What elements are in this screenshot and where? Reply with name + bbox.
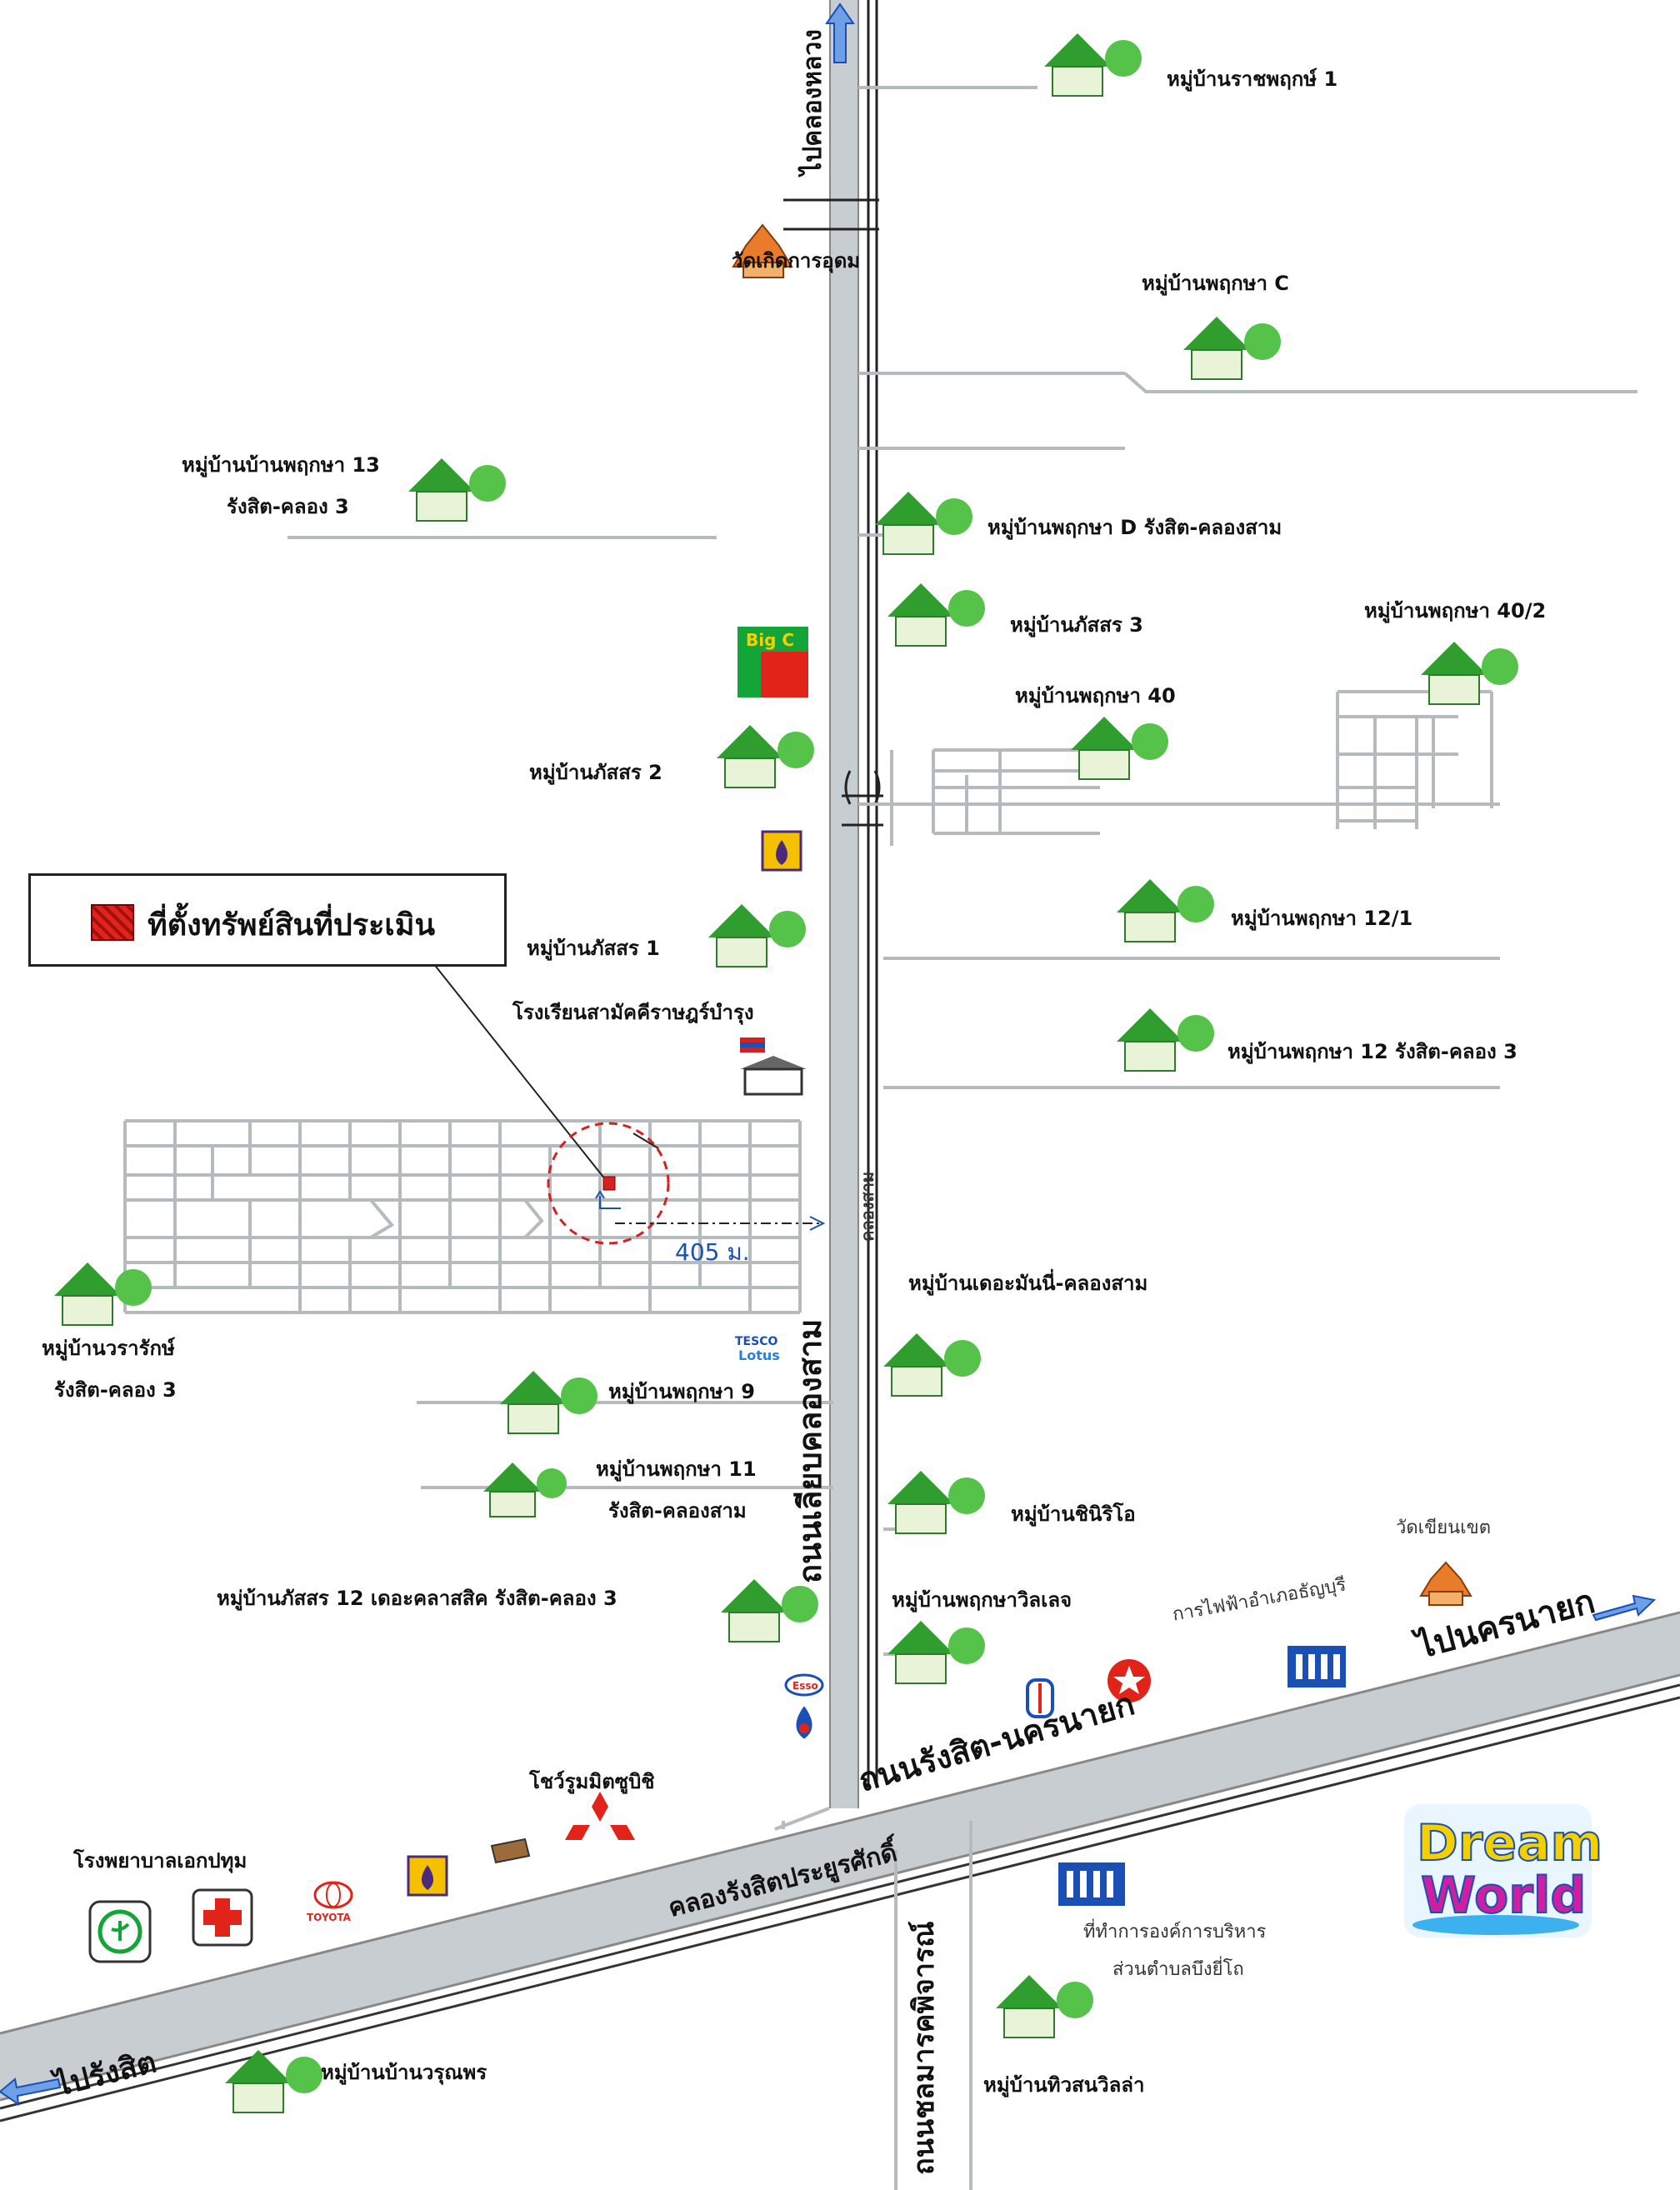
tesco-text: TESCO <box>735 1335 778 1348</box>
village-label: หมู่บ้านบ้านวรุณพร <box>321 2061 488 2084</box>
rangsit-nakhonnayok-road <box>0 1611 1680 2122</box>
village-label: หมู่บ้านพฤกษา C <box>1142 272 1289 295</box>
government-office-icon <box>1058 1862 1125 1906</box>
dreamworld-text-1: Dream <box>1417 1814 1602 1872</box>
map-legend: ที่ตั้งทรัพย์สินที่ประเมิน <box>28 873 507 967</box>
property-marker <box>547 1122 670 1245</box>
label-south-road: ถนนชลมารคพิจารณ์ <box>908 1921 941 2175</box>
esso-icon <box>784 1673 824 1697</box>
village-label: หมู่บ้านพฤกษา 11 <box>596 1458 757 1481</box>
village-label: หมู่บ้านภัสสร 2 <box>529 761 662 784</box>
toyota-logo <box>313 1881 353 1909</box>
village-label: หมู่บ้านภัสสร 12 เดอะคลาสสิค รังสิต-คลอง… <box>217 1587 618 1610</box>
dreamworld-text-2: World <box>1421 1867 1586 1925</box>
village-label: หมู่บ้านพฤกษา 9 <box>608 1380 755 1403</box>
bridge-marks <box>783 198 883 827</box>
legend-label: ที่ตั้งทรัพย์สินที่ประเมิน <box>148 908 436 942</box>
caltex-star-icon <box>1108 1659 1151 1702</box>
label-main-road: ถนนเลียบคลองสาม <box>792 1319 828 1583</box>
label-to-north: ไปคลองหลวง <box>798 29 828 178</box>
temple-icon-2 <box>1419 1561 1472 1606</box>
village-house-icons <box>54 33 1518 2113</box>
dreamworld-logo <box>1404 1804 1592 1938</box>
village-label: รังสิต-คลองสาม <box>608 1499 747 1522</box>
village-label: หมู่บ้านพฤกษา 12/1 <box>1231 907 1413 930</box>
electricity-office-icon <box>1288 1646 1346 1688</box>
office-label-line2: ส่วนตำบลบึงยี่โถ <box>1112 1959 1244 1980</box>
lotus-text: Lotus <box>738 1348 780 1363</box>
school-icon <box>740 1038 807 1096</box>
side-roads <box>288 86 1638 2190</box>
bigc-text: Big C <box>746 630 794 650</box>
distance-label: 405 ม. <box>675 1238 750 1266</box>
village-label: หมู่บ้านพฤกษา 12 รังสิต-คลอง 3 <box>1228 1040 1518 1063</box>
office-label-line1: ที่ทำการองค์การบริหาร <box>1083 1922 1267 1942</box>
arrow-east-icon <box>1592 1594 1657 1622</box>
village-label: หมู่บ้านพฤกษา 40/2 <box>1364 599 1547 622</box>
temple-label: วัดเกิดการอุดม <box>732 249 861 272</box>
ptt-icon <box>796 1706 812 1739</box>
village-label: หมู่บ้านบ้านพฤกษา 13 <box>182 453 380 477</box>
village-label: หมู่บ้านภัสสร 3 <box>1010 613 1143 637</box>
distance-line <box>615 1216 826 1231</box>
arrow-west-icon <box>0 2078 62 2107</box>
temple-icon <box>732 223 793 278</box>
arrow-north-icon <box>825 2 855 63</box>
street-grid-property <box>123 1119 802 1314</box>
scb-bank-icon <box>761 830 802 872</box>
legend-swatch <box>91 904 134 941</box>
gas-station-icon <box>1026 1678 1054 1718</box>
village-label: หมู่บ้านชินิริโอ <box>1011 1502 1136 1526</box>
street-grid-east <box>1336 690 1493 829</box>
village-label: รังสิต-คลอง 3 <box>54 1378 177 1402</box>
legend-leader-line <box>432 962 609 1184</box>
village-label: หมู่บ้านพฤกษาวิลเลจ <box>892 1588 1072 1612</box>
kasikorn-bank-icon <box>88 1900 152 1963</box>
mitsubishi-label: โชว์รูมมิตซูบิชิ <box>529 1770 655 1793</box>
village-label: หมู่บ้านพฤกษา 40 <box>1015 684 1176 708</box>
hospital-label: โรงพยาบาลเอกปทุม <box>73 1849 248 1872</box>
scb-bank-icon-2 <box>407 1855 448 1897</box>
shop-sign-icon <box>490 1838 531 1864</box>
temple-label-2: วัดเขียนเขต <box>1396 1518 1491 1538</box>
village-label: รังสิต-คลอง 3 <box>227 495 349 518</box>
mitsubishi-logo <box>565 1792 635 1840</box>
toyota-text: TOYOTA <box>307 1912 352 1923</box>
main-vertical-road <box>829 0 878 1808</box>
village-label: หมู่บ้านภัสสร 1 <box>527 937 660 960</box>
village-label: หมู่บ้านราชพฤกษ์ 1 <box>1167 68 1338 91</box>
bigc-logo <box>738 627 808 698</box>
esso-text: Esso <box>792 1680 818 1692</box>
village-label: หมู่บ้านวรารักษ์ <box>42 1337 175 1360</box>
school-label: โรงเรียนสามัคคีราษฎร์บำรุง <box>512 1001 754 1024</box>
hospital-icon <box>192 1888 253 1947</box>
village-label: หมู่บ้านพฤกษา D รังสิต-คลองสาม <box>988 516 1282 539</box>
village-label: หมู่บ้านทิวสนวิลล่า <box>983 2073 1145 2097</box>
village-label: หมู่บ้านเดอะมันนี่-คลองสาม <box>908 1272 1148 1295</box>
label-canal-small: คลองสาม <box>858 1172 878 1242</box>
